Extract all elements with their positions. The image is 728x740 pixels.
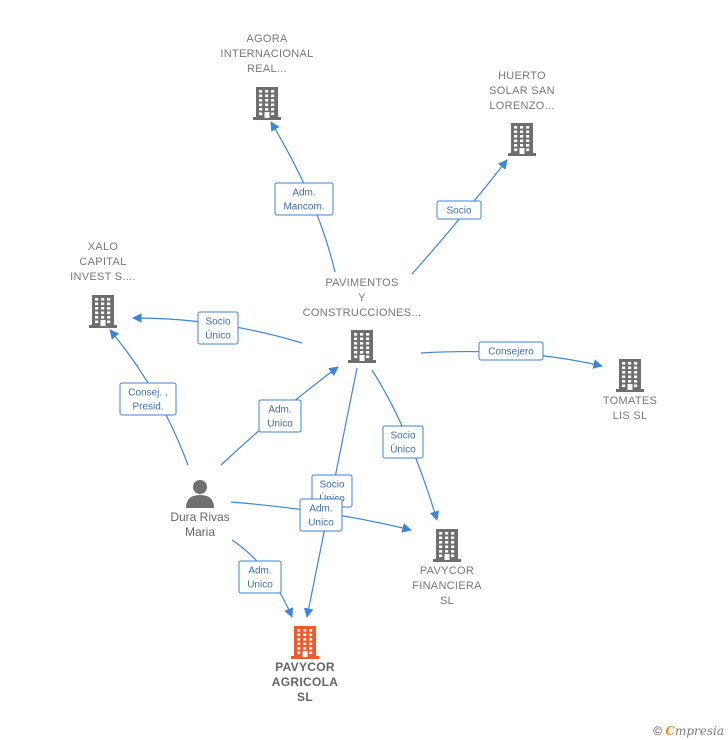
node-tomates[interactable]: TOMATES LIS SL xyxy=(603,359,657,422)
building-icon[interactable] xyxy=(89,295,117,328)
building-icon[interactable] xyxy=(508,123,536,156)
node-pavimentos[interactable]: PAVIMENTOS Y CONSTRUCCIONES... xyxy=(303,277,422,363)
node-label-pavimentos: PAVIMENTOS xyxy=(325,277,398,289)
node-label-agora: REAL... xyxy=(247,63,287,75)
edge-label-text: Adm. xyxy=(292,188,315,199)
node-label-dura: Maria xyxy=(185,525,215,539)
edge-label-text: Socio xyxy=(390,431,415,442)
edge-label-text: Socio xyxy=(319,480,344,491)
brand-name: mpresia xyxy=(674,724,724,738)
person-icon[interactable] xyxy=(186,480,214,508)
edge-label-text: Unico xyxy=(247,580,273,591)
edge-label-text: Consejero xyxy=(488,347,534,358)
brand-initial: C xyxy=(665,724,675,738)
node-label-tomates: TOMATES xyxy=(603,395,657,407)
edge-label-text: Unico xyxy=(267,419,293,430)
node-label-xalo: XALO xyxy=(88,241,119,253)
node-label-tomates: LIS SL xyxy=(613,410,648,422)
node-label-xalo: CAPITAL xyxy=(79,256,126,268)
building-icon[interactable] xyxy=(348,330,376,363)
node-financiera[interactable]: PAVYCOR FINANCIERA SL xyxy=(412,529,482,607)
brand-footer: © Cmpresia xyxy=(653,724,724,738)
node-label-agricola: SL xyxy=(297,690,313,704)
node-label-financiera: PAVYCOR xyxy=(420,565,474,577)
building-icon[interactable] xyxy=(253,87,281,120)
node-agora[interactable]: AGORA INTERNACIONAL REAL... xyxy=(220,33,313,120)
node-label-financiera: FINANCIERA xyxy=(412,580,482,592)
node-label-pavimentos: CONSTRUCCIONES... xyxy=(303,307,422,319)
edge-label-text: Unico xyxy=(308,518,334,529)
node-huerto[interactable]: HUERTO SOLAR SAN LORENZO... xyxy=(489,70,555,156)
edge-label-text: Adm. xyxy=(248,566,271,577)
edge-label-pavimentos-to-huerto[interactable]: Socio xyxy=(436,200,482,220)
node-label-financiera: SL xyxy=(440,595,454,607)
node-label-dura: Dura Rivas xyxy=(170,510,229,524)
node-label-huerto: LORENZO... xyxy=(489,100,554,112)
node-label-agora: INTERNACIONAL xyxy=(220,48,313,60)
edge-label-text: Socio xyxy=(446,206,471,217)
edge-label-text: Consej. , xyxy=(128,388,167,399)
edge-label-text: Socio xyxy=(205,317,230,328)
node-xalo[interactable]: XALO CAPITAL INVEST S.... xyxy=(70,241,136,328)
edge-label-text: Adm. xyxy=(309,504,332,515)
node-label-huerto: HUERTO xyxy=(498,70,546,82)
edge-label-text: Presid. xyxy=(132,402,163,413)
node-label-agricola: AGRICOLA xyxy=(272,675,338,689)
edge-label-text: Adm. xyxy=(268,405,291,416)
edge-label-text: Único xyxy=(390,443,416,456)
edge-label-pavimentos-to-tomates[interactable]: Consejero xyxy=(478,341,544,361)
edge-label-text: Único xyxy=(205,329,231,342)
copyright-symbol: © xyxy=(653,724,663,738)
edge-label-pavimentos-to-agora[interactable]: Adm. Mancom. xyxy=(274,182,334,216)
edge-label-dura-to-pavimentos[interactable]: Adm. Unico xyxy=(258,399,302,433)
building-icon[interactable] xyxy=(616,359,644,392)
edge-label-dura-to-xalo[interactable]: Consej. , Presid. xyxy=(119,382,177,416)
node-label-xalo: INVEST S.... xyxy=(70,271,136,283)
node-label-agora: AGORA xyxy=(246,33,288,45)
node-label-agricola: PAVYCOR xyxy=(275,660,335,674)
node-label-pavimentos: Y xyxy=(358,292,366,304)
building-icon[interactable] xyxy=(433,529,461,562)
edge-label-text: Mancom. xyxy=(283,202,324,213)
building-icon[interactable] xyxy=(291,626,319,659)
edge-label-dura-to-agricola[interactable]: Adm. Unico xyxy=(238,560,282,594)
node-label-huerto: SOLAR SAN xyxy=(489,85,555,97)
edge-label-dura-to-financiera[interactable]: Adm. Unico xyxy=(299,498,343,532)
